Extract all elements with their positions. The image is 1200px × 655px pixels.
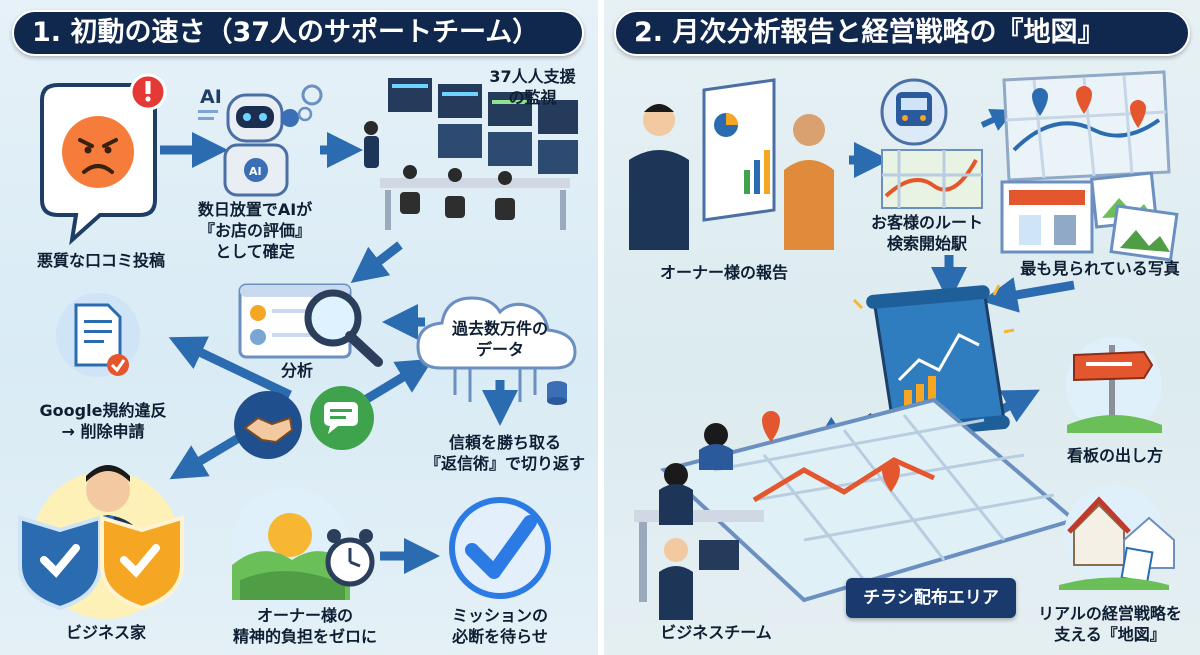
shield-check-icon [18,465,184,619]
label-owner-relief: オーナー様の 精神的負担をゼロに [232,606,377,646]
label-strategy-map: リアルの経営戦略を 支える『地図』 [1038,604,1182,644]
city-map-icon [1002,70,1171,182]
flow-arrow [980,109,1015,131]
angry-face-icon [62,116,134,188]
flow-arrow [350,241,403,283]
monitor-wall-icon [364,78,578,230]
flow-arrow [362,358,434,404]
chat-bubble-icon [310,386,374,450]
panel-title-monthly-report: 2. 月次分析報告と経営戦略の『地図』 [614,10,1190,56]
route-map-icon [881,149,983,209]
panel-divider [598,0,604,655]
label-signboard: 看板の出し方 [1066,446,1163,465]
label-bad-review: 悪質な口コミ投稿 [36,251,165,270]
label-data-cloud: 過去数万件の データ [451,319,548,359]
panel-monthly-report: 2. 月次分析報告と経営戦略の『地図』 オーナー様の報告 お客様のルート 検索開… [604,0,1200,655]
right-illustration [629,70,1179,620]
label-business-team: ビジネスチーム [660,623,772,642]
panel-title-initial-response: 1. 初動の速さ（37人のサポートチーム） [12,10,584,56]
train-icon [880,78,948,146]
document-check-icon [56,293,140,377]
cloud-data-icon [416,296,577,405]
signboard-icon [1066,337,1162,433]
ai-robot-icon: AI AI [198,84,323,197]
storefront-icon [1000,180,1094,254]
label-google-report: Google規約違反 → 削除申請 [39,401,167,441]
photo-icon [1090,171,1179,262]
flow-arrow [168,336,292,400]
label-reply-technique: 信頼を勝ち取る 『返信術』で切り返す [424,433,585,473]
label-ai-note: 数日放置でAIが 『お店の評価』 として確定 [197,200,313,261]
magnifier-icon [238,283,383,367]
alarm-clock-icon [325,529,375,587]
svg-text:AI: AI [200,86,222,108]
flow-arrow [981,277,1075,313]
checkmark-icon [449,497,551,599]
flyer-area-badge: チラシ配布エリア [846,578,1016,618]
svg-text:AI: AI [249,165,262,178]
panel-initial-response: AI AI [0,0,598,655]
label-owner-report: オーナー様の報告 [659,263,788,282]
label-analysis: 分析 [280,361,313,380]
sun-landscape-icon [230,488,350,608]
label-business-owner: ビジネス家 [65,623,146,642]
label-mission: ミッションの 必断を待らせ [451,606,548,646]
left-illustration: AI AI [18,73,578,619]
label-monitoring: 37人人支援 の監視 [489,67,576,107]
label-route-start: お客様のルート 検索開始駅 [870,213,983,253]
house-flyer-icon [1059,485,1175,590]
handshake-icon [234,391,302,459]
label-popular-photos: 最も見られている写真 [1020,259,1180,278]
report-chart-icon [629,78,834,250]
